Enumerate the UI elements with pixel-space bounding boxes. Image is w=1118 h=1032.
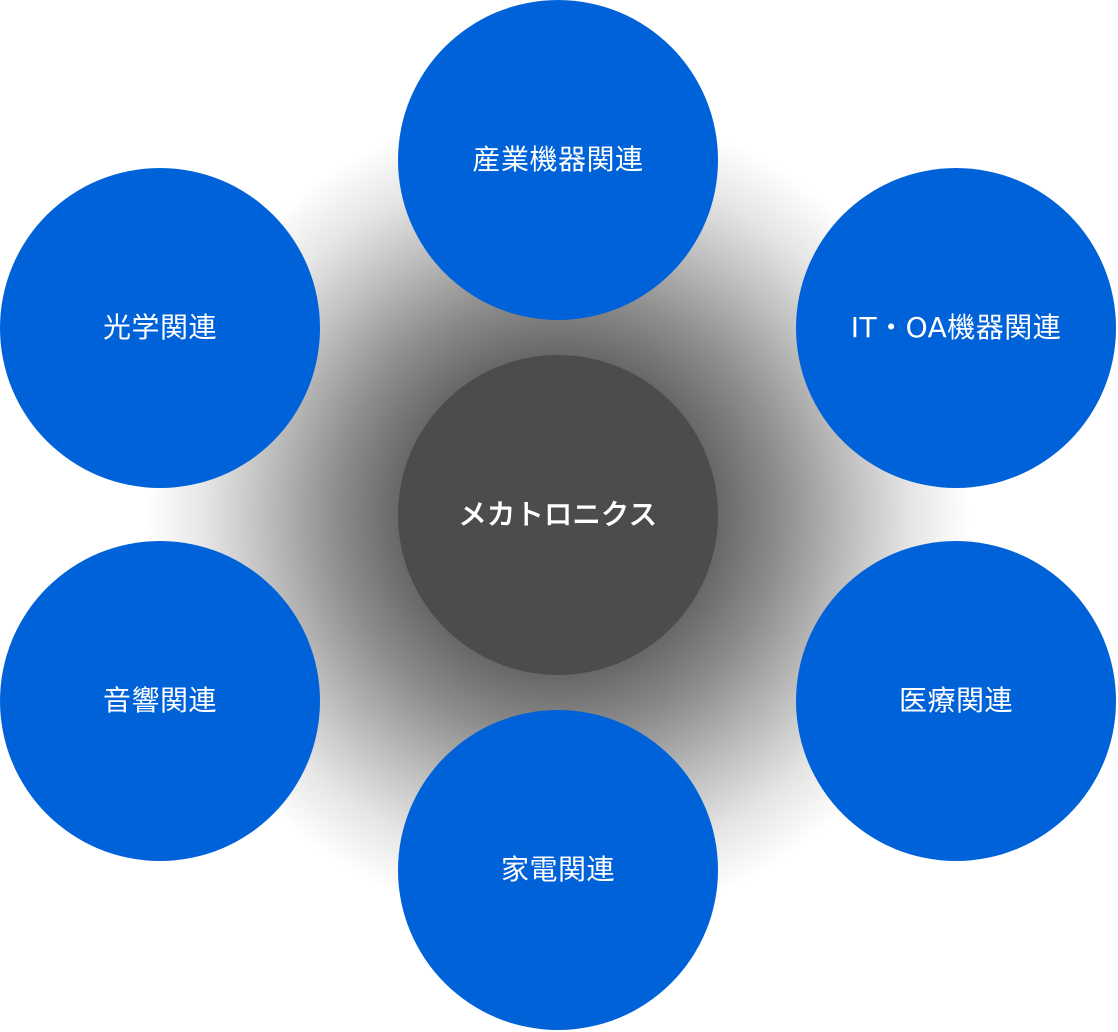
- node-label: 医療関連: [898, 684, 1013, 718]
- node-optics: 光学関連: [0, 168, 320, 488]
- center-node-mechatronics: メカトロニクス: [398, 355, 718, 675]
- node-label: 家電関連: [500, 853, 615, 887]
- node-label: 音響関連: [102, 684, 217, 718]
- node-label: 産業機器関連: [472, 143, 644, 177]
- node-audio: 音響関連: [0, 541, 320, 861]
- node-industrial-equipment: 産業機器関連: [398, 0, 718, 320]
- node-it-oa-equipment: IT・OA機器関連: [796, 168, 1116, 488]
- node-medical: 医療関連: [796, 541, 1116, 861]
- node-label: IT・OA機器関連: [850, 311, 1062, 345]
- node-home-appliances: 家電関連: [398, 710, 718, 1030]
- node-label: 光学関連: [102, 311, 217, 345]
- center-label: メカトロニクス: [458, 498, 658, 532]
